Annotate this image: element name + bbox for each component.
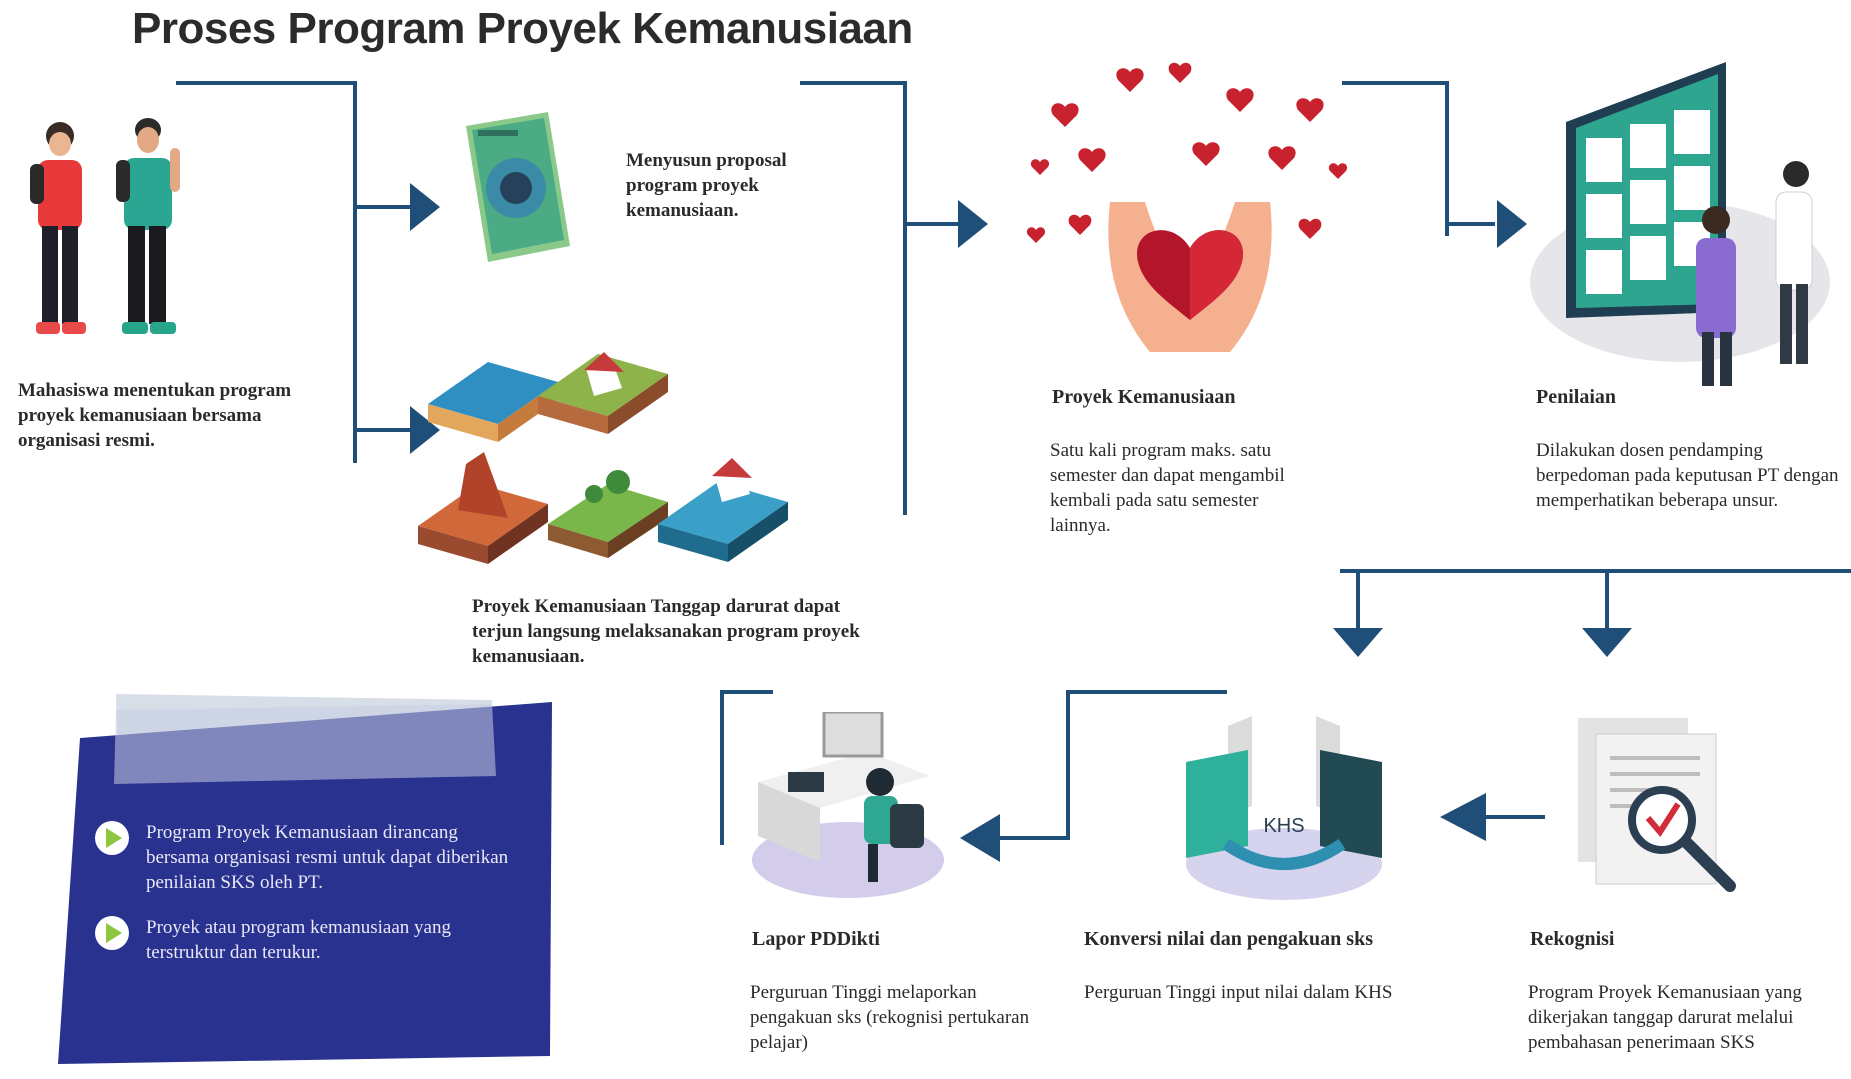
step-proyek-text: Satu kali program maks. satu semester da… <box>1050 440 1285 536</box>
step-mahasiswa-text: Mahasiswa menentukan program proyek kema… <box>18 380 292 451</box>
khs-badge: KHS <box>1263 815 1304 837</box>
step-proposal-text: Menyusun proposal program proyek kemanus… <box>626 150 787 221</box>
step-proyek-heading: Proyek Kemanusiaan <box>1052 386 1236 408</box>
arrow-right-3 <box>958 200 988 248</box>
penilaian-screen-icon <box>1530 62 1830 386</box>
info-item: Program Proyek Kemanusiaan dirancang ber… <box>94 820 514 895</box>
arrow-right-2 <box>410 406 440 454</box>
step-lapor-text: Perguruan Tinggi melaporkan pengakuan sk… <box>750 982 1030 1053</box>
step-rekognisi-text: Program Proyek Kemanusiaan yang dikerjak… <box>1528 982 1802 1053</box>
step-lapor-heading: Lapor PDDikti <box>752 928 880 950</box>
hands-heart-icon <box>1026 62 1348 352</box>
info-item-text: Program Proyek Kemanusiaan dirancang ber… <box>146 822 509 893</box>
step-tanggap-text: Proyek Kemanusiaan Tanggap darurat dapat… <box>472 596 860 667</box>
step-konversi-text: Perguruan Tinggi input nilai dalam KHS <box>1084 982 1393 1003</box>
step-penilaian-text: Dilakukan dosen pendamping berpedoman pa… <box>1536 440 1839 511</box>
info-panel-background <box>58 694 552 1064</box>
konversi-khs-icon: KHS <box>1186 716 1382 900</box>
arrow-left-1 <box>1440 793 1486 841</box>
step-rekognisi-heading: Rekognisi <box>1530 928 1615 950</box>
info-item-text: Proyek atau program kemanusiaan yang ter… <box>146 917 451 963</box>
arrow-down-2 <box>1582 628 1632 657</box>
play-icon <box>95 821 129 855</box>
rekognisi-document-icon <box>1578 718 1736 892</box>
arrow-left-2 <box>960 814 1000 862</box>
proposal-book-icon <box>466 112 570 262</box>
lapor-desk-icon <box>752 712 944 898</box>
arrow-right-1 <box>410 183 440 231</box>
arrow-down-1 <box>1333 628 1383 657</box>
page-title: Proses Program Proyek Kemanusiaan <box>132 4 913 53</box>
play-icon <box>95 916 129 950</box>
students-icon <box>30 118 180 334</box>
info-item: Proyek atau program kemanusiaan yang ter… <box>94 915 514 965</box>
arrow-right-4 <box>1497 200 1527 248</box>
step-penilaian-heading: Penilaian <box>1536 386 1617 408</box>
disaster-tiles-icon <box>418 352 788 564</box>
info-panel: Program Proyek Kemanusiaan dirancang ber… <box>94 820 514 965</box>
step-konversi-heading: Konversi nilai dan pengakuan sks <box>1084 928 1373 950</box>
